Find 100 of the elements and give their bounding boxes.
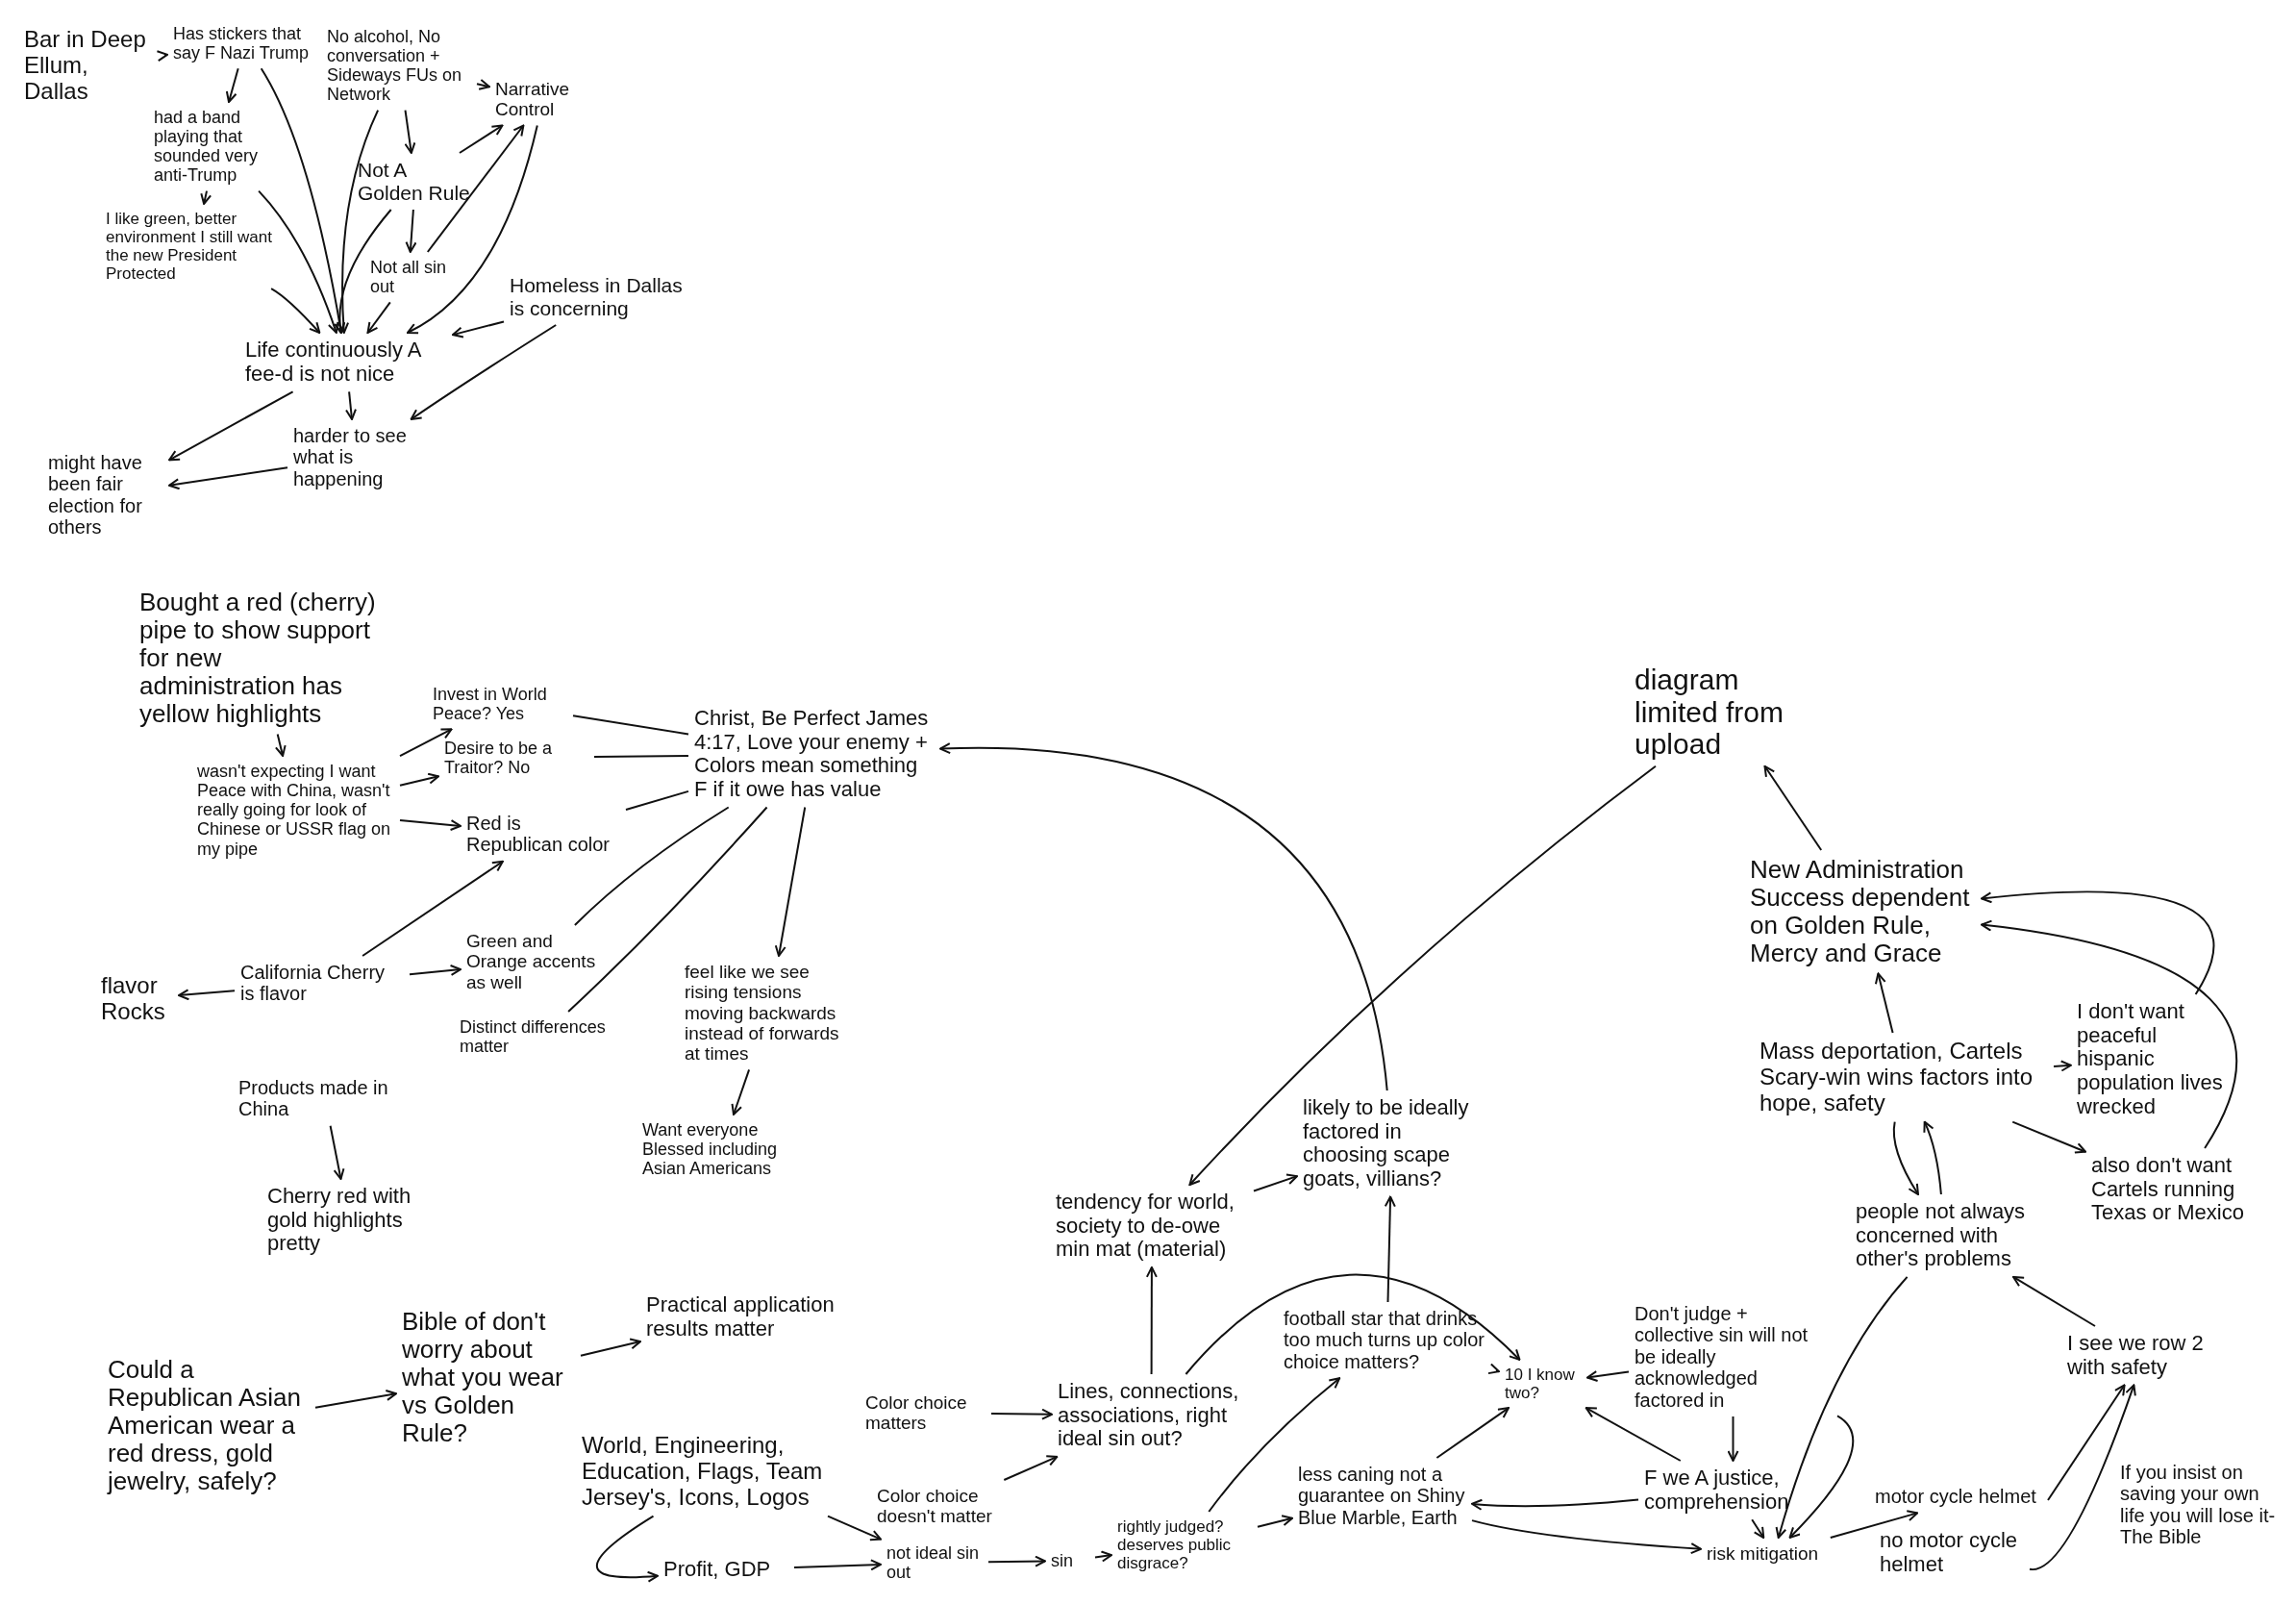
arrow: [1923, 1120, 1942, 1195]
arrow: [793, 1559, 882, 1571]
note-text: Don't judge + collective sin will not be ideally acknowledged factored in: [1635, 1303, 1832, 1411]
arrow: [731, 1068, 751, 1115]
note-text: football star that drinks too much turns up color choice matters?: [1284, 1308, 1490, 1373]
note-text: Profit, GDP: [663, 1558, 788, 1582]
arrow: [314, 1390, 397, 1409]
arrow: [1874, 972, 1894, 1034]
note-text: Products made in China: [238, 1077, 412, 1120]
note-text: Not A Golden Rule: [358, 159, 473, 205]
note-text: 10 I know two?: [1505, 1366, 1582, 1403]
arrow: [1727, 1416, 1739, 1462]
arrow: [1586, 1370, 1630, 1383]
note-text: might have been fair election for others: [48, 452, 163, 539]
arrow: [362, 860, 504, 957]
note-text: Lines, connections, associations, right ideal sin out?: [1058, 1380, 1245, 1451]
arrow: [459, 124, 504, 154]
arrow: [337, 109, 380, 334]
note-text: harder to see what is happening: [293, 425, 418, 490]
arrow: [476, 79, 490, 90]
note-text: No alcohol, No conversation + Sideways FUs on Network: [327, 27, 471, 105]
arrow: [1003, 1455, 1059, 1481]
note-text: people not always concerned with other's problems: [1856, 1200, 2034, 1271]
arrow: [410, 324, 558, 420]
note-text: Distinct differences matter: [460, 1017, 623, 1057]
note-text: California Cherry is flavor: [240, 962, 404, 1005]
quote-text: If you insist on saving your own life you will lose it-The Bible: [2120, 1462, 2277, 1548]
arrow: [1435, 1407, 1510, 1459]
note-text: Desire to be a Traitor? No: [444, 739, 588, 778]
arrow: [405, 209, 417, 253]
note-text: Bar in Deep Ellum, Dallas: [24, 27, 159, 105]
arrow: [178, 989, 236, 1001]
note-text: less caning not a guarantee on Shiny Blue Marble, Earth: [1298, 1464, 1466, 1529]
arrow: [168, 390, 294, 462]
note-text: also don't want Cartels running Texas or Mexico: [2091, 1154, 2264, 1225]
arrow: [2012, 1275, 2096, 1327]
arrow: [939, 742, 1388, 1091]
note-text: had a band playing that sounded very anti-Trump: [154, 108, 279, 186]
arrow: [1257, 1515, 1293, 1528]
note-text: flavor Rocks: [101, 973, 173, 1025]
note-text: feel like we see rising tensions moving backwards instead of forwards at times: [685, 962, 853, 1065]
arrow: [452, 320, 505, 338]
note-text: Invest in World Peace? Yes: [433, 685, 567, 724]
arrow: [399, 818, 462, 831]
note-text: no motor cycle helmet: [1880, 1529, 2024, 1577]
arrow: [1763, 764, 1823, 851]
arrow: [329, 1124, 345, 1180]
note-text: World, Engineering, Education, Flags, Team Jersey's, Icons, Logos: [582, 1433, 870, 1511]
arrow: [1471, 1519, 1702, 1555]
note-text: Bible of don't worry about what you wear vs Golden Rule?: [402, 1308, 575, 1448]
note-text: I don't want peaceful hispanic population lives wrecked: [2077, 1000, 2231, 1119]
arrow: [1145, 1266, 1158, 1375]
note-text: Life continuously A fee-d is not nice: [245, 338, 447, 387]
note-text: Practical application results matter: [646, 1293, 838, 1341]
note-text: diagram limited from upload: [1635, 664, 1822, 761]
arrow: [399, 728, 453, 758]
note-text: Has stickers that say F Nazi Trump: [173, 24, 317, 63]
arrow: [274, 733, 287, 757]
connector-line: [625, 789, 689, 811]
arrow: [1829, 1510, 1919, 1539]
note-text: I see we row 2 with safety: [2067, 1332, 2221, 1380]
arrow: [258, 189, 339, 334]
note-text: Bought a red (cherry) pipe to show support for new administration has yellow highlights: [139, 589, 380, 729]
arrow: [2047, 1384, 2126, 1501]
arrow: [1981, 919, 2238, 1149]
note-text: Homeless in Dallas is concerning: [510, 274, 692, 320]
note-text: Could a Republican Asian American wear a red dress, gold jewelry, safely?: [108, 1356, 310, 1496]
arrow: [2029, 1384, 2136, 1570]
note-text: not ideal sin out: [886, 1543, 983, 1583]
note-text: Green and Orange accents as well: [466, 931, 611, 992]
arrow: [1788, 1415, 1855, 1539]
note-text: Color choice matters: [865, 1392, 986, 1434]
connector-line: [573, 806, 730, 926]
note-text: Mass deportation, Cartels Scary-win wins factors into hope, safety: [1759, 1039, 2048, 1116]
note-text: likely to be ideally factored in choosing scape goats, villians?: [1303, 1096, 1481, 1191]
arrow: [1188, 764, 1657, 1186]
arrow: [426, 124, 525, 253]
arrow: [1471, 1498, 1639, 1511]
arrow: [404, 109, 416, 154]
arrow: [2011, 1120, 2086, 1154]
note-text: F we A justice, comprehension: [1644, 1466, 1822, 1515]
note-text: New Administration Success dependent on Golden Rule, Mercy and Grace: [1750, 856, 1976, 968]
note-text: motor cycle helmet: [1875, 1486, 2077, 1508]
note-text: Want everyone Blessed including Asian Americans: [642, 1120, 801, 1179]
arrow: [168, 466, 288, 490]
arrow: [1585, 1407, 1682, 1462]
arrow: [1487, 1363, 1500, 1375]
arrow: [409, 965, 462, 976]
connector-line: [593, 754, 689, 759]
arrow: [399, 772, 439, 787]
arrow: [580, 1338, 641, 1357]
arrow: [595, 1515, 659, 1583]
arrow: [774, 806, 807, 957]
note-text: Christ, Be Perfect James 4:17, Love your enemy + Colors mean something F if it owe has value: [694, 707, 935, 802]
note-text: rightly judged? deserves public disgrace?: [1117, 1517, 1252, 1573]
connector-line: [572, 714, 689, 736]
arrow: [990, 1408, 1053, 1420]
note-text: wasn't expecting I want Peace with China, wasn't really going for look of Chinese or USSR flag on my pipe: [197, 762, 394, 859]
note-text: risk mitigation: [1707, 1543, 1841, 1565]
arrow: [334, 209, 392, 334]
